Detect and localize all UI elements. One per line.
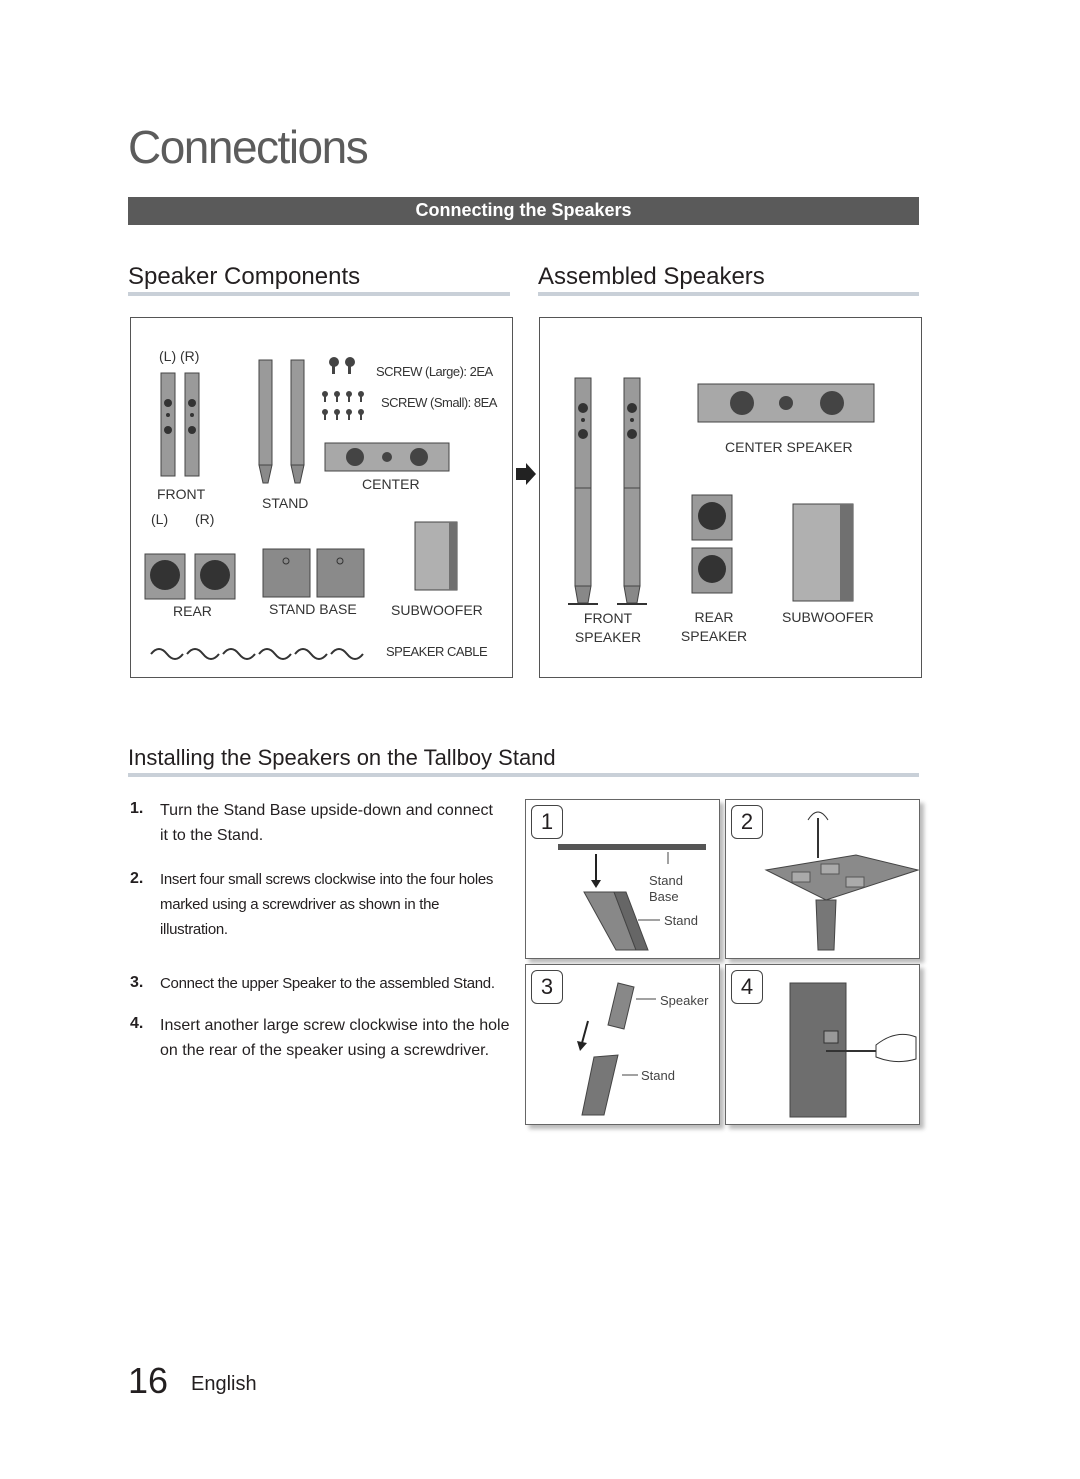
front-label: FRONT bbox=[157, 486, 206, 502]
screw-small-icon bbox=[322, 391, 364, 420]
rear-speaker-icon bbox=[144, 553, 236, 600]
lr-label-top: (L) (R) bbox=[159, 348, 200, 364]
install-heading: Installing the Speakers on the Tallboy S… bbox=[128, 745, 556, 770]
step-number: 2. bbox=[130, 870, 144, 887]
step-text: Connect the upper Speaker to the assembl… bbox=[160, 971, 495, 996]
step-number: 4. bbox=[130, 1015, 144, 1032]
step-number: 1. bbox=[130, 800, 144, 817]
step-text: Turn the Stand Base upside-down and conn… bbox=[160, 798, 493, 848]
arrow-right-icon bbox=[516, 463, 536, 485]
assembled-speakers-heading: Assembled Speakers bbox=[538, 263, 765, 290]
left-label: (L) bbox=[151, 511, 169, 527]
install-panel-3: 3 Speaker Stand bbox=[525, 964, 720, 1125]
stand-base-label-2: Base bbox=[649, 889, 679, 904]
front-speaker-assembled-icon bbox=[568, 377, 647, 605]
page-number: 16 bbox=[128, 1360, 169, 1401]
front-speaker-label-1: FRONT bbox=[583, 610, 633, 626]
stand-label: Stand bbox=[641, 1068, 675, 1083]
stand-base-label-1: Stand bbox=[649, 873, 683, 888]
speaker-label: Speaker bbox=[660, 993, 709, 1008]
panel-number: 2 bbox=[731, 805, 763, 839]
screwdriver-illustration bbox=[764, 811, 919, 951]
step-item: 2. Insert four small screws clockwise in… bbox=[130, 870, 520, 974]
screw-small-label: SCREW (Small): 8EA bbox=[381, 395, 497, 410]
stand-base-illustration bbox=[558, 844, 706, 951]
step-line: marked using a screwdriver as shown in t… bbox=[160, 896, 440, 913]
stand-label: Stand bbox=[664, 913, 698, 928]
page-title: Connections bbox=[128, 121, 369, 173]
speaker-components-heading: Speaker Components bbox=[128, 263, 361, 290]
subwoofer-label: SUBWOOFER bbox=[391, 602, 483, 618]
components-illustration bbox=[144, 357, 458, 660]
stand-label: STAND bbox=[262, 495, 309, 511]
language-label: English bbox=[191, 1373, 257, 1395]
step-item: 3. Connect the upper Speaker to the asse… bbox=[130, 974, 520, 1015]
center-speaker-icon bbox=[324, 442, 450, 472]
subwoofer-assembled-label: SUBWOOFER bbox=[782, 609, 874, 625]
center-speaker-label: CENTER SPEAKER bbox=[725, 439, 853, 455]
center-label: CENTER bbox=[362, 476, 420, 492]
step-line: on the rear of the speaker using a screw… bbox=[160, 1042, 490, 1059]
step-item: 4. Insert another large screw clockwise … bbox=[130, 1015, 520, 1075]
steps-list: 1. Turn the Stand Base upside-down and c… bbox=[130, 800, 520, 1075]
panel-number: 3 bbox=[531, 970, 563, 1004]
heading-rule bbox=[128, 773, 919, 777]
section-bar: Connecting the Speakers bbox=[128, 197, 919, 225]
assembled-speakers-box: CENTER SPEAKER FRONT SPEAKER REAR SPEAKE… bbox=[539, 317, 922, 678]
rear-speaker-assembled-icon bbox=[691, 494, 733, 594]
rear-speaker-label-1: REAR bbox=[694, 609, 734, 625]
step-line: Insert four small screws clockwise into … bbox=[160, 871, 494, 888]
step-line: Insert another large screw clockwise int… bbox=[160, 1017, 510, 1034]
assembled-illustration bbox=[568, 377, 875, 605]
front-speaker-icon bbox=[160, 372, 200, 477]
panel-number: 1 bbox=[531, 805, 563, 839]
speaker-to-stand-illustration bbox=[577, 982, 656, 1116]
step-text: Insert four small screws clockwise into … bbox=[160, 867, 493, 942]
install-panel-2: 2 bbox=[725, 799, 920, 959]
screw-large-icon bbox=[329, 357, 355, 374]
step-item: 1. Turn the Stand Base upside-down and c… bbox=[130, 800, 520, 870]
step-line: Connect the upper Speaker to the assembl… bbox=[160, 975, 495, 992]
install-panel-4: 4 bbox=[725, 964, 920, 1125]
front-speaker-label-2: SPEAKER bbox=[574, 629, 642, 645]
stand-base-label: STAND BASE bbox=[269, 601, 357, 617]
speaker-cable-label: SPEAKER CABLE bbox=[386, 644, 488, 659]
center-speaker-assembled-icon bbox=[697, 383, 875, 423]
heading-rule bbox=[128, 292, 510, 296]
panel-number: 4 bbox=[731, 970, 763, 1004]
subwoofer-icon bbox=[414, 521, 458, 591]
right-label: (R) bbox=[195, 511, 215, 527]
subwoofer-assembled-icon bbox=[792, 503, 854, 602]
step-number: 3. bbox=[130, 974, 144, 991]
rear-label: REAR bbox=[173, 603, 212, 619]
screw-large-label: SCREW (Large): 2EA bbox=[376, 364, 493, 379]
step-line: Turn the Stand Base upside-down and conn… bbox=[160, 802, 493, 819]
stand-base-icon bbox=[262, 548, 365, 598]
stand-icon bbox=[258, 359, 305, 484]
install-panel-1: 1 Stand Base Stand bbox=[525, 799, 720, 959]
speaker-components-box: (L) (R) FRONT (L) (R) STAND SCREW (Large… bbox=[130, 317, 513, 678]
step-text: Insert another large screw clockwise int… bbox=[160, 1013, 510, 1063]
rear-screw-illustration bbox=[789, 982, 917, 1118]
rear-speaker-label-2: SPEAKER bbox=[680, 628, 748, 644]
step-line: it to the Stand. bbox=[160, 827, 264, 844]
step-line: illustration. bbox=[160, 921, 228, 938]
speaker-cable-icon bbox=[150, 648, 364, 660]
heading-rule bbox=[538, 292, 919, 296]
